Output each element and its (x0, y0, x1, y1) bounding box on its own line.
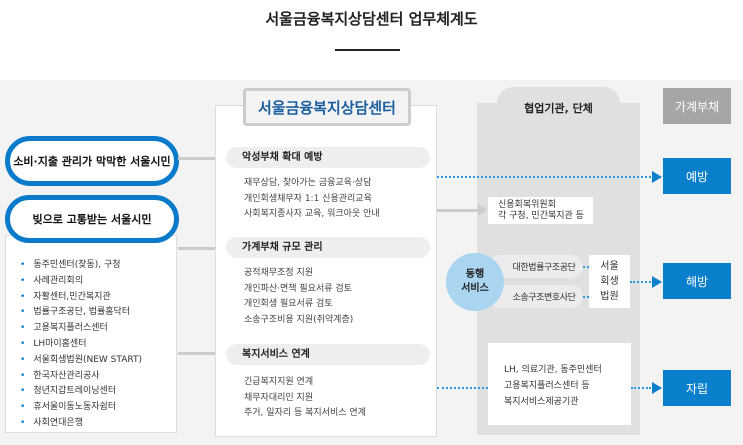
section-item: 사회복지종사자 교육, 워크아웃 안내 (244, 209, 380, 220)
section-title: 복지서비스 연계 (226, 344, 430, 365)
outcome-relief: 해방 (663, 263, 731, 299)
section-items: 공적채무조정 지원 개인파산·면책 필요서류 검토 개인회생 필요서류 검토 소… (244, 266, 353, 328)
section-item: 개인파산·면책 필요서류 검토 (244, 283, 352, 294)
partner-text: LH, 의료기관, 동주민센터 (504, 365, 602, 375)
outcome-independence: 자립 (663, 370, 731, 406)
list-item: 사회연대은행 (20, 416, 176, 432)
page-title: 서울금융복지상담센터 업무체계도 (265, 10, 478, 28)
triangle-arrow-icon (652, 276, 662, 288)
section-item: 개인회생채무자 1:1 신용관리교육 (244, 193, 372, 204)
section-items: 긴급복지지원 연계 채무자대리인 지원 주거, 일자리 등 복지서비스 연계 (244, 375, 366, 422)
partner-text: 고용복지플러스센터 등 (504, 381, 590, 391)
section-title: 가계부채 규모 관리 (226, 237, 430, 258)
partner-pill: 대한법률구조공단 (488, 255, 583, 278)
pill-label: 소비·지출 관리가 막막한 서울시민 (13, 155, 171, 168)
partner-box-welfare: LH, 의료기관, 동주민센터 고용복지플러스센터 등 복지서비스제공기관 (488, 343, 631, 425)
section-item: 재무상담, 찾아가는 금융교육·상담 (244, 178, 372, 188)
badge-text: 동행 (465, 269, 485, 280)
section-item: 긴급복지지원 연계 (244, 377, 314, 387)
outcome-prevention: 예방 (663, 158, 731, 194)
dotted-connector (631, 387, 651, 389)
section-item: 채무자대리인 지원 (244, 392, 314, 403)
referral-list: 동주민센터(찾동), 구청 사례관리회의 자활센터,민간복지관 법률구조공단, … (5, 235, 177, 433)
header-background (0, 0, 743, 80)
list-item: 한국자산관리공사 (20, 369, 176, 385)
partner-text: 신용회복위원회 (498, 200, 556, 210)
section-item: 개인회생 필요서류 검토 (244, 299, 333, 310)
dotted-connector (630, 281, 651, 283)
accompany-service-badge: 동행 서비스 (446, 253, 504, 311)
list-item: 고용복지플러스센터 (20, 321, 176, 337)
partner-text: 각 구청, 민간복지관 등 (498, 211, 584, 221)
center-header: 서울금융복지상담센터 (243, 88, 411, 126)
dotted-connector (583, 266, 589, 268)
arrow-right-icon (437, 204, 487, 216)
court-text: 법원 (600, 291, 619, 302)
badge-text: 서비스 (461, 283, 489, 294)
arrow-right-icon (178, 347, 224, 359)
triangle-arrow-icon (652, 382, 662, 394)
list-item: 법률구조공단, 법률홈닥터 (20, 305, 176, 321)
section-item: 주거, 일자리 등 복지서비스 연계 (244, 408, 366, 419)
citizen-pill-spending: 소비·지출 관리가 막막한 서울시민 (5, 136, 179, 186)
partner-text: 복지서비스제공기관 (504, 397, 579, 407)
title-underline (335, 49, 400, 51)
partners-header: 협업기관, 단체 (524, 102, 593, 115)
list-item: 청년지갑트레이닝센터 (20, 384, 176, 400)
court-text: 회생 (600, 276, 619, 287)
dotted-connector (437, 176, 651, 178)
section-item: 공적채무조정 지원 (244, 268, 314, 278)
list-item: LH마이홈센터 (20, 337, 176, 353)
list-item: 휴서울이동노동자쉼터 (20, 400, 176, 416)
list-item: 동주민센터(찾동), 구청 (20, 258, 176, 274)
section-title: 악성부채 확대 예방 (226, 147, 430, 168)
arrow-right-icon (178, 152, 224, 164)
citizen-pill-debt: 빚으로 고통받는 서울시민 (5, 195, 179, 243)
list-item: 사례관리회의 (20, 274, 176, 290)
section-item: 소송구조비용 지원(취약계층) (244, 314, 354, 325)
dotted-connector (583, 296, 589, 298)
dotted-connector (437, 387, 488, 389)
court-box: 서울 회생 법원 (589, 255, 630, 308)
section-items: 재무상담, 찾아가는 금융교육·상담 개인회생채무자 1:1 신용관리교육 사회… (244, 176, 380, 223)
partner-pill: 소송구조변호사단 (488, 285, 583, 308)
arrow-right-icon (178, 242, 224, 254)
outcome-header: 가계부채 (663, 88, 731, 124)
list-item: 자활센터,민간복지관 (20, 290, 176, 306)
triangle-arrow-icon (652, 171, 662, 183)
list-item: 서울회생법원(NEW START) (20, 353, 176, 369)
court-text: 서울 (600, 261, 619, 272)
pill-label: 빚으로 고통받는 서울시민 (32, 213, 152, 226)
partner-box-credit: 신용회복위원회 각 구청, 민간복지관 등 (488, 197, 593, 224)
